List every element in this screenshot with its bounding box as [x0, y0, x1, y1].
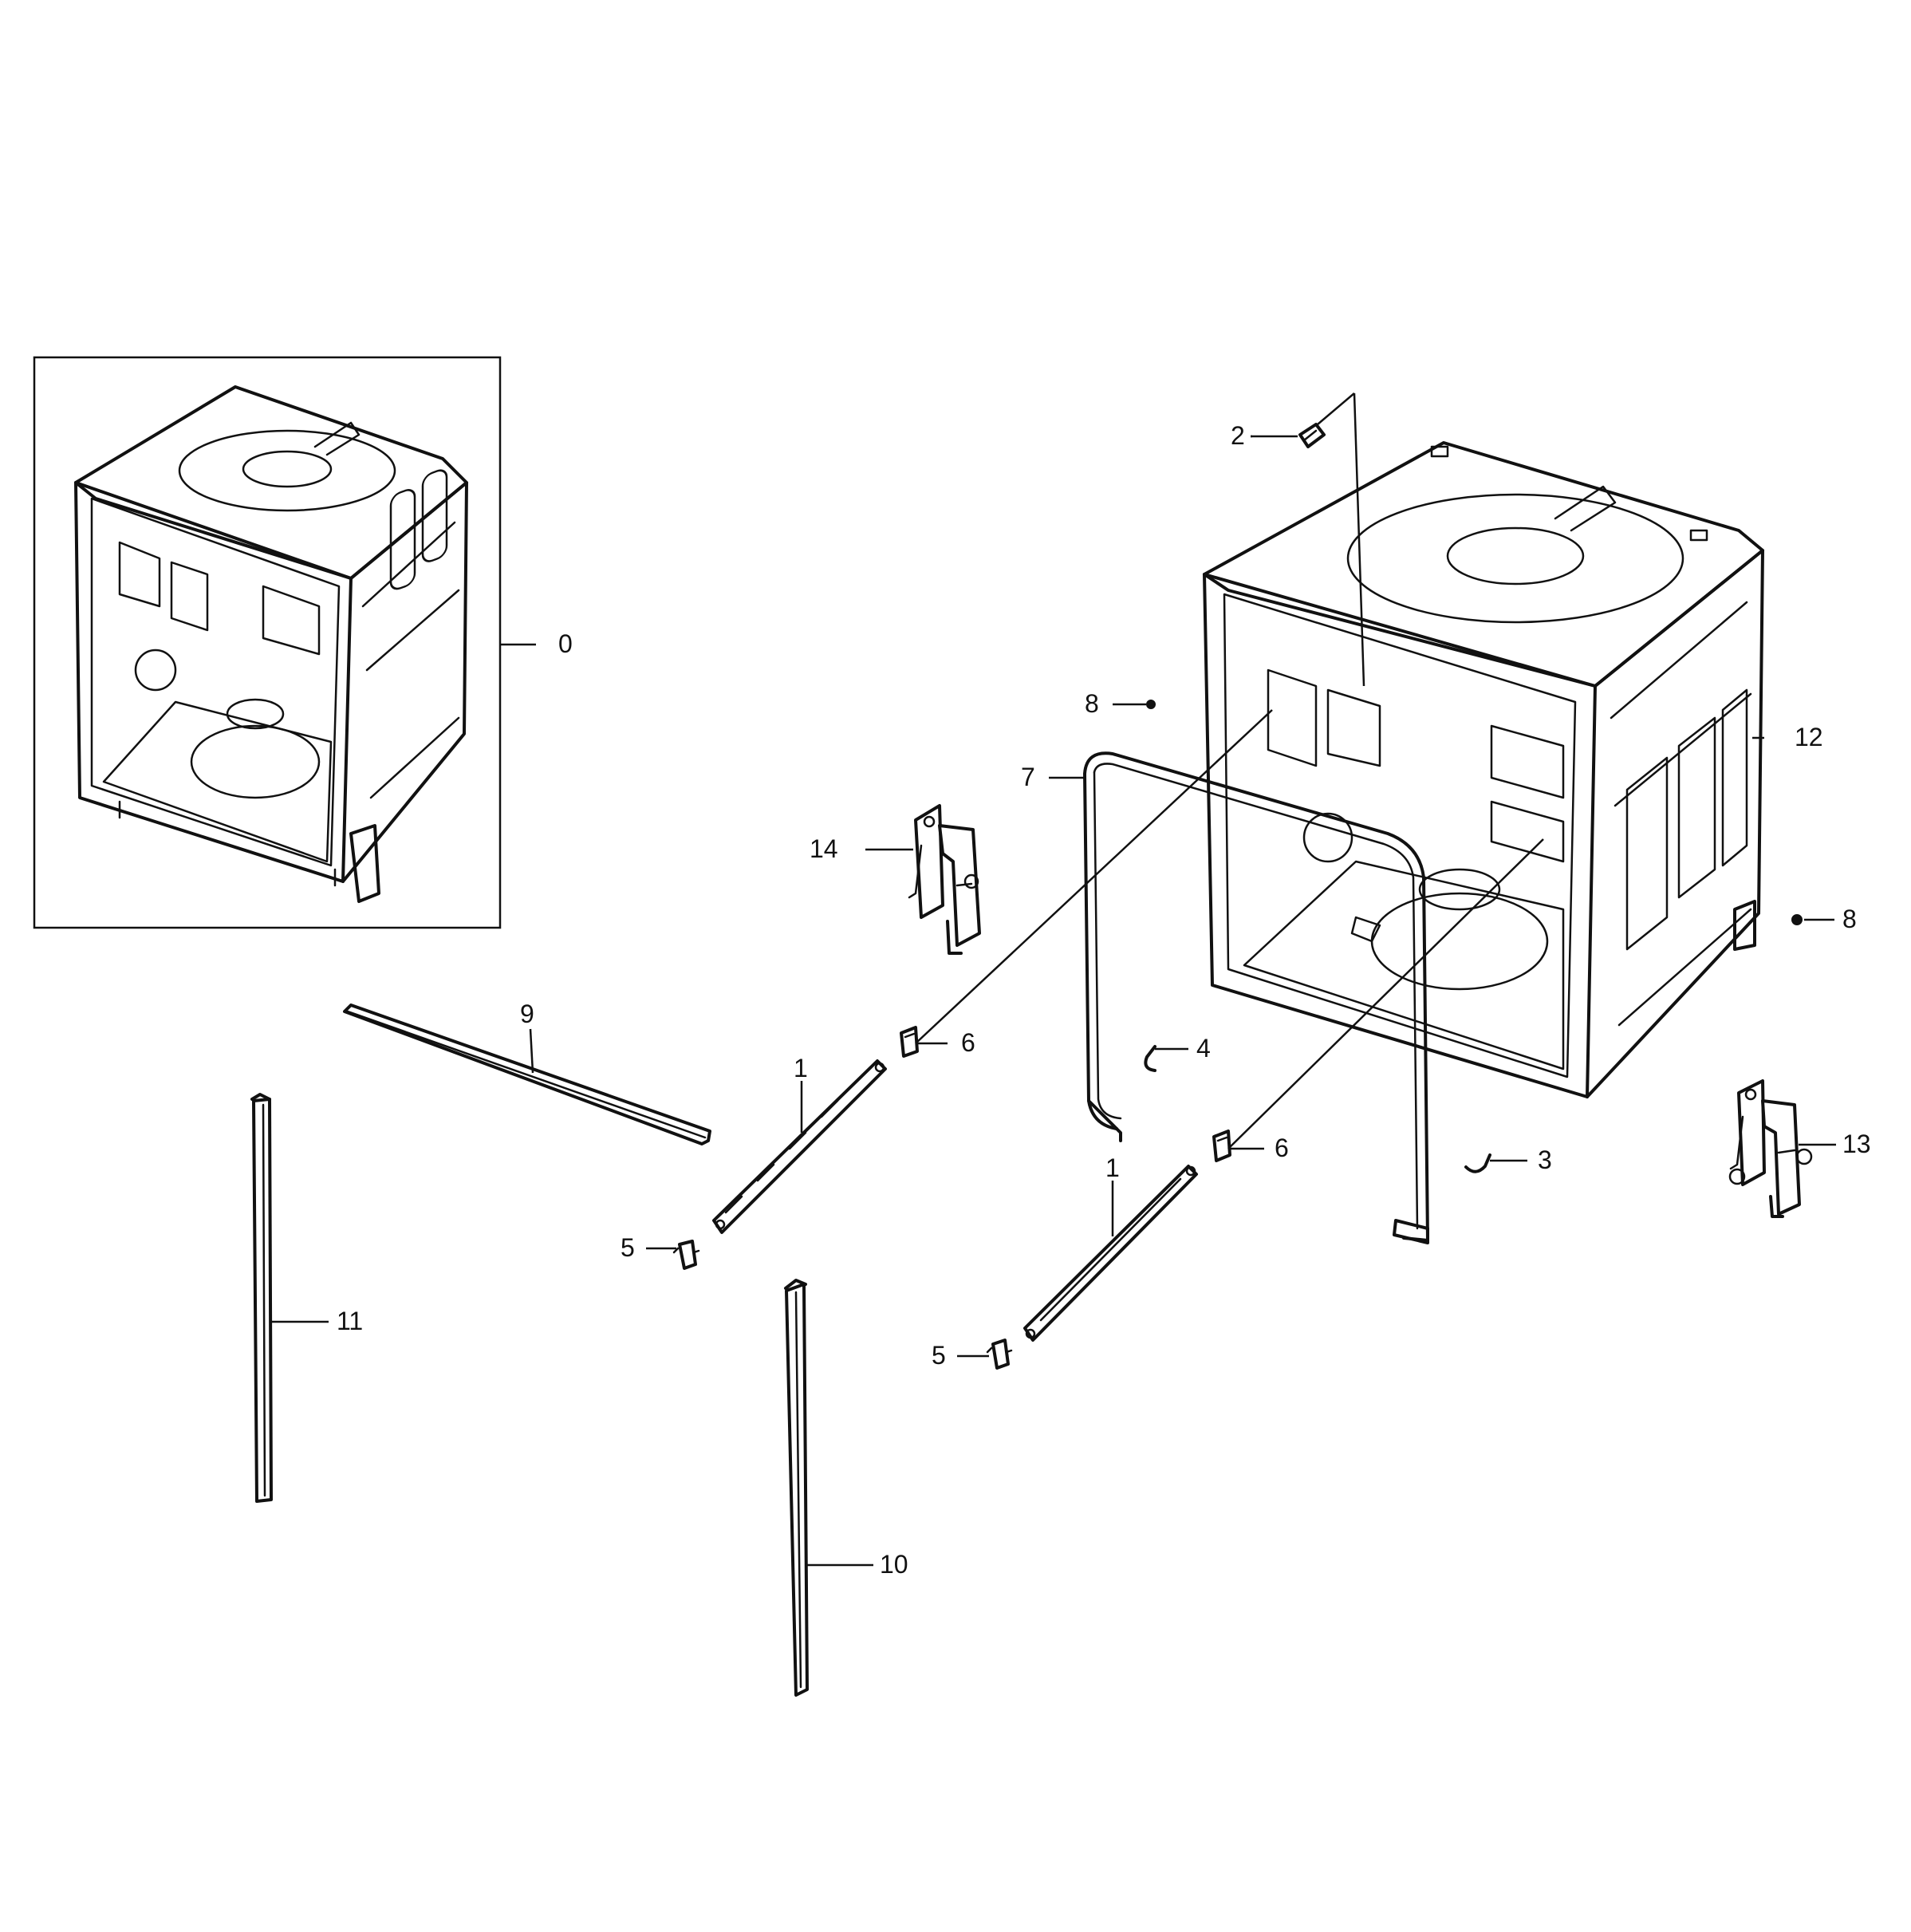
- callout-2: 2: [1231, 421, 1245, 450]
- hook-4: [1144, 1045, 1156, 1072]
- callout-4: 4: [1196, 1034, 1211, 1063]
- callout-6a: 6: [961, 1028, 975, 1057]
- callout-labels: 0 2 8 7 14 12 8 9 1 6 4 6 3 13 1 5 5 11 …: [337, 421, 1871, 1579]
- screw-8b: [1791, 914, 1803, 925]
- stopper-6a: [900, 1026, 919, 1058]
- screw-8a: [1146, 700, 1156, 709]
- callout-10: 10: [880, 1550, 908, 1579]
- callout-7: 7: [1021, 763, 1035, 791]
- roller-5b: [986, 1339, 1013, 1370]
- hose-3: [1464, 1153, 1491, 1173]
- hinge-13: [1728, 1079, 1813, 1218]
- callout-14: 14: [810, 834, 838, 863]
- callout-5b: 5: [932, 1341, 946, 1370]
- hinge-14: [908, 804, 981, 955]
- clip-2: [1298, 423, 1326, 448]
- rail-top: [343, 1003, 711, 1145]
- inset-assembly: [33, 356, 502, 929]
- callout-0: 0: [558, 629, 573, 658]
- strip-left: [250, 1093, 273, 1503]
- door-gasket: [1083, 751, 1429, 1244]
- tub-assembly-small: [74, 385, 468, 903]
- leader-lines: [271, 392, 1836, 1567]
- callout-3: 3: [1538, 1145, 1552, 1174]
- callout-1b: 1: [1105, 1153, 1120, 1182]
- rack-rail-right: [1023, 1165, 1198, 1342]
- stopper-6b: [1212, 1130, 1231, 1162]
- callout-1a: 1: [794, 1054, 808, 1082]
- callout-6b: 6: [1275, 1134, 1289, 1162]
- callout-8a: 8: [1085, 689, 1099, 718]
- callout-11: 11: [337, 1307, 363, 1335]
- tub-main: [1203, 441, 1764, 1098]
- callout-5a: 5: [621, 1233, 635, 1262]
- roller-5a: [672, 1240, 700, 1270]
- callout-8b: 8: [1842, 905, 1857, 933]
- callout-13: 13: [1842, 1130, 1871, 1158]
- strip-center: [784, 1279, 809, 1697]
- callout-9: 9: [520, 1000, 534, 1028]
- rack-rail-left: [712, 1059, 887, 1234]
- inset-frame: [33, 356, 502, 929]
- callout-12: 12: [1795, 723, 1823, 751]
